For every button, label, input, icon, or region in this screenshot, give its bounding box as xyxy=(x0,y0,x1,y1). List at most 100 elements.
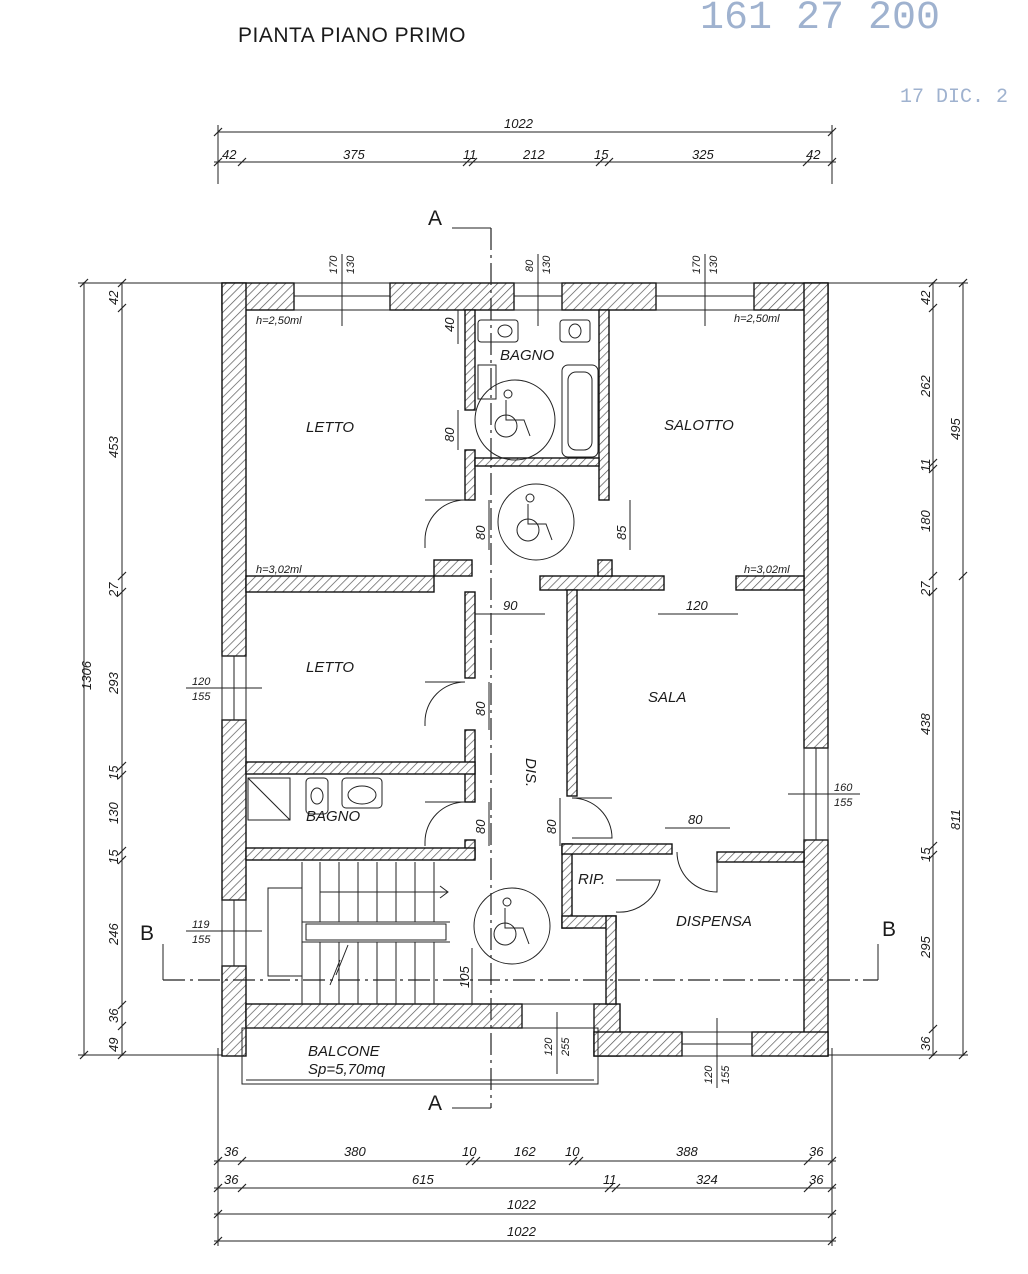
win-letto-mid-w: 120 xyxy=(192,676,211,688)
dim-bottom-row2: 36 xyxy=(809,1172,824,1187)
inner-dimensions: 40 80 80 85 90 120 80 80 80 80 105 xyxy=(442,310,738,1004)
win-balcone-w: 120 xyxy=(543,1037,555,1056)
room-label-salotto: SALOTTO xyxy=(664,417,734,434)
win-letto-top-h: 130 xyxy=(345,255,357,274)
room-label-letto-mid: LETTO xyxy=(306,659,354,676)
dim-top-seg: 375 xyxy=(343,147,365,162)
wheelchair-icon xyxy=(493,897,530,946)
dim-bottom-row2: 324 xyxy=(696,1172,718,1187)
dim-top-seg: 11 xyxy=(463,147,477,162)
dim-bottom-row1: 388 xyxy=(676,1144,698,1159)
wheelchair-turning-circle-bagno xyxy=(474,379,556,461)
left-dimensions: 1306 42 453 27 293 15 130 15 246 36 49 xyxy=(78,278,226,1060)
height-label: h=3,02ml xyxy=(256,564,302,576)
dim-left-seg: 27 xyxy=(106,582,121,598)
wheelchair-turning-circle-hall xyxy=(497,483,575,561)
dim-inner: 80 xyxy=(442,427,457,442)
section-a-bottom: A xyxy=(428,1092,442,1115)
dim-bottom-row1: 380 xyxy=(344,1144,366,1159)
win-balcone-h: 255 xyxy=(560,1037,572,1057)
dim-bottom-row1: 162 xyxy=(514,1144,536,1159)
win-letto-top-w: 170 xyxy=(328,255,340,274)
dim-left-seg: 293 xyxy=(106,672,121,695)
bathroom-fixtures-top xyxy=(477,319,599,458)
dim-top-seg: 325 xyxy=(692,147,714,162)
top-dimensions: 1022 42 375 11 212 15 325 42 xyxy=(213,116,837,184)
wheelchair-icon xyxy=(516,493,553,542)
room-label-letto-top: LETTO xyxy=(306,419,354,436)
dim-right-seg: 27 xyxy=(918,581,933,597)
section-b-left: B xyxy=(140,922,154,945)
win-sala-h: 155 xyxy=(834,797,853,809)
dim-left-seg: 130 xyxy=(106,802,121,824)
room-label-dis: DIS. xyxy=(522,758,539,787)
dim-right-seg: 295 xyxy=(918,936,933,959)
room-label-bagno-bottom: BAGNO xyxy=(306,808,361,825)
doors xyxy=(424,499,718,913)
dim-top-overall: 1022 xyxy=(504,116,534,131)
win-bagno-w: 80 xyxy=(524,259,536,272)
room-label-dispensa: DISPENSA xyxy=(676,913,752,930)
dim-left-seg: 246 xyxy=(106,923,121,946)
win-stair-h: 155 xyxy=(192,934,211,946)
dim-bottom-row2: 615 xyxy=(412,1172,434,1187)
dim-inner: 80 xyxy=(544,819,559,834)
height-label: h=3,02ml xyxy=(744,564,790,576)
staircase xyxy=(267,862,450,1004)
room-label-rip: RIP. xyxy=(578,871,605,888)
dim-right-seg: 42 xyxy=(918,290,933,305)
room-label-bagno-top: BAGNO xyxy=(500,347,555,364)
room-label-sala: SALA xyxy=(648,689,686,706)
balcony-outline xyxy=(241,1027,599,1085)
bathroom-fixtures-bottom xyxy=(247,777,383,821)
dim-left-seg: 42 xyxy=(106,290,121,305)
dim-right-seg: 438 xyxy=(918,713,933,735)
dim-right-sub: 811 xyxy=(948,809,963,830)
dim-right-sub: 495 xyxy=(948,418,963,440)
dim-left-seg: 15 xyxy=(106,765,121,780)
height-label: h=2,50ml xyxy=(256,315,302,327)
win-sala-w: 160 xyxy=(834,782,853,794)
section-lines xyxy=(162,227,879,1109)
dim-inner: 85 xyxy=(614,525,629,540)
dim-left-overall: 1306 xyxy=(79,660,94,690)
win-salotto-w: 170 xyxy=(691,255,703,274)
wheelchair-icon xyxy=(494,389,531,438)
dim-inner: 80 xyxy=(473,525,488,540)
dim-inner: 80 xyxy=(473,701,488,716)
right-dimensions: 42 262 11 180 27 438 15 295 36 495 811 xyxy=(826,278,968,1060)
dim-bottom-row4: 1022 xyxy=(507,1224,537,1239)
win-dispensa-w: 120 xyxy=(703,1065,715,1084)
dim-inner: 40 xyxy=(442,317,457,332)
room-label-balcone: BALCONE xyxy=(308,1043,381,1060)
dim-bottom-row1: 36 xyxy=(809,1144,824,1159)
wheelchair-turning-circle-stair xyxy=(473,887,551,965)
dim-bottom-row1: 10 xyxy=(462,1144,477,1159)
dim-left-seg: 15 xyxy=(106,849,121,864)
stamp-date: 17 DIC. 2 xyxy=(900,86,1008,109)
dim-right-seg: 180 xyxy=(918,510,933,532)
walls xyxy=(221,282,829,1057)
section-a-top: A xyxy=(428,207,442,230)
dim-inner: 80 xyxy=(688,812,703,827)
dim-top-seg: 15 xyxy=(594,147,609,162)
page-title: PIANTA PIANO PRIMO xyxy=(238,24,466,47)
dim-bottom-row1: 36 xyxy=(224,1144,239,1159)
bottom-dimensions: 36 380 10 162 10 388 36 36 615 11 324 36… xyxy=(213,1048,837,1246)
dim-top-seg: 42 xyxy=(806,147,821,162)
room-label-balcone-area: Sp=5,70mq xyxy=(308,1061,386,1078)
dim-inner: 80 xyxy=(473,819,488,834)
dim-right-seg: 36 xyxy=(918,1036,933,1051)
dim-inner: 105 xyxy=(457,966,472,988)
win-letto-mid-h: 155 xyxy=(192,691,211,703)
dim-top-seg: 212 xyxy=(522,147,545,162)
dim-bottom-row2: 36 xyxy=(224,1172,239,1187)
dim-right-seg: 262 xyxy=(918,375,933,398)
section-b-right: B xyxy=(882,918,896,941)
win-stair-w: 119 xyxy=(192,919,210,931)
dim-left-seg: 453 xyxy=(106,436,121,458)
dim-right-seg: 15 xyxy=(918,847,933,862)
win-bagno-h: 130 xyxy=(541,255,553,274)
dim-left-seg: 36 xyxy=(106,1008,121,1023)
